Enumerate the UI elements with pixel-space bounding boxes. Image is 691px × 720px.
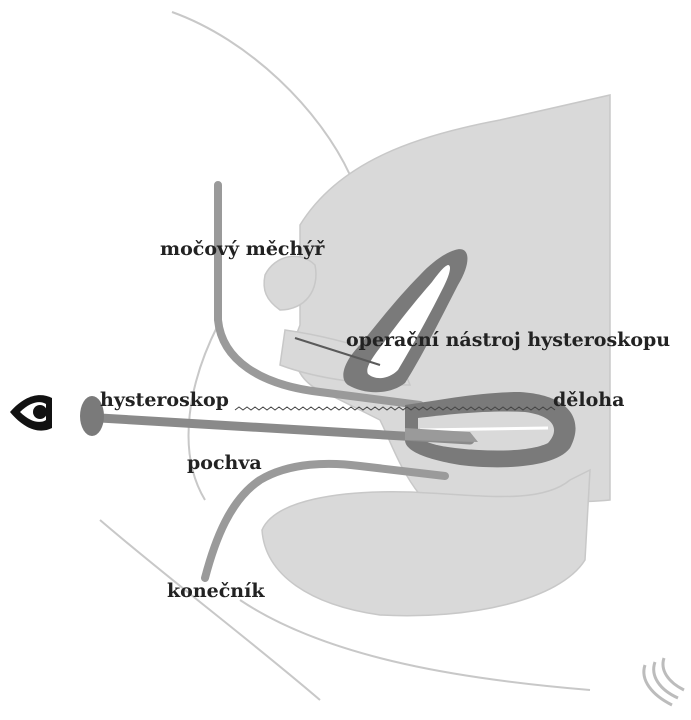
label-vagina: pochva — [187, 454, 262, 473]
label-hysteroscope: hysteroskop — [100, 391, 229, 410]
body-outline-upper — [172, 12, 350, 175]
label-rectum: konečník — [167, 582, 265, 601]
eye-icon — [10, 395, 52, 430]
label-instrument: operační nástroj hysteroskopu — [346, 331, 670, 350]
watermark-logo — [644, 658, 684, 705]
uterus-inner-line — [420, 428, 548, 430]
label-bladder: močový měchýř — [160, 240, 324, 259]
label-uterus: děloha — [553, 391, 624, 410]
